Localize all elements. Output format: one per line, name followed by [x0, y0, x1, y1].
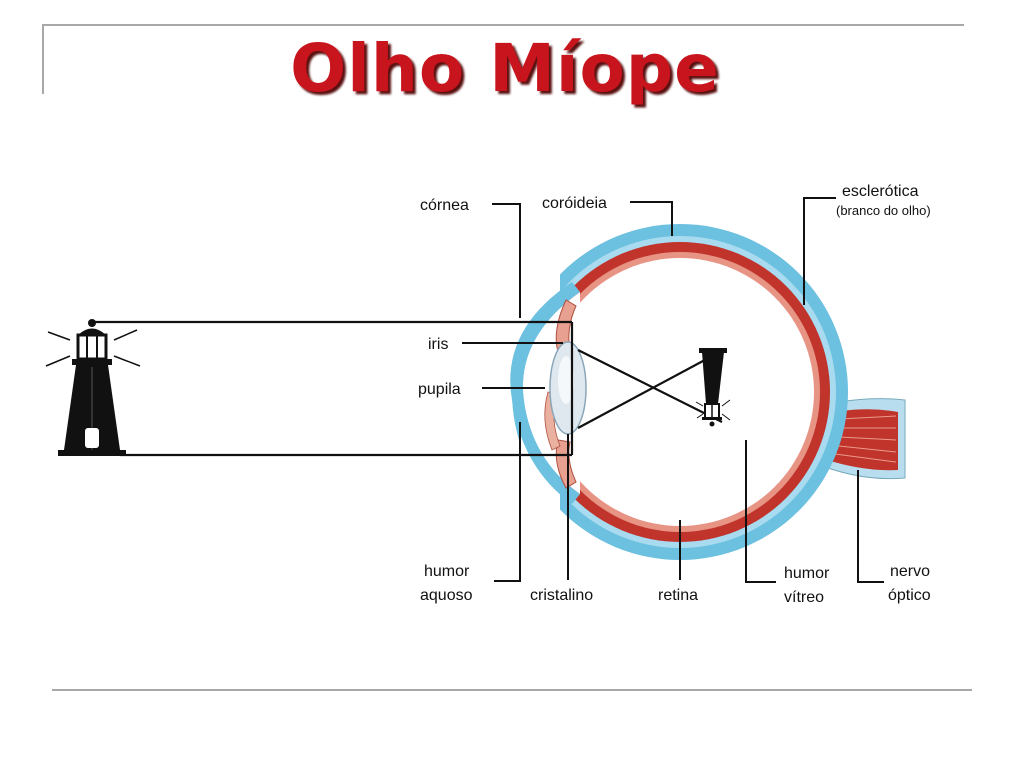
label-vitreous-line1: humor — [784, 565, 830, 582]
label-iris: iris — [428, 336, 448, 353]
label-cornea: córnea — [420, 197, 469, 214]
label-sclera: esclerótica — [842, 183, 919, 200]
label-aqueous-line1: humor — [424, 563, 470, 580]
cornea — [510, 282, 580, 504]
label-optic-line2: óptico — [888, 587, 931, 604]
label-optic-line1: nervo — [890, 563, 930, 580]
slide-title: Olho Míope — [290, 30, 720, 107]
label-choroid: coróideia — [542, 195, 607, 212]
label-sclera-note: (branco do olho) — [836, 203, 931, 218]
lighthouse-icon — [45, 319, 141, 456]
inverted-lighthouse-icon — [695, 348, 731, 427]
label-vitreous-line2: vítreo — [784, 589, 824, 606]
slide-frame-top — [42, 24, 964, 26]
leader-lines — [462, 197, 884, 583]
slide-footer-divider — [52, 689, 972, 691]
label-pupil: pupila — [418, 381, 461, 398]
label-aqueous-line2: aquoso — [420, 587, 473, 604]
light-rays — [92, 320, 723, 457]
label-lens: cristalino — [530, 587, 593, 604]
label-retina: retina — [658, 587, 698, 604]
slide-frame-left — [42, 24, 44, 94]
